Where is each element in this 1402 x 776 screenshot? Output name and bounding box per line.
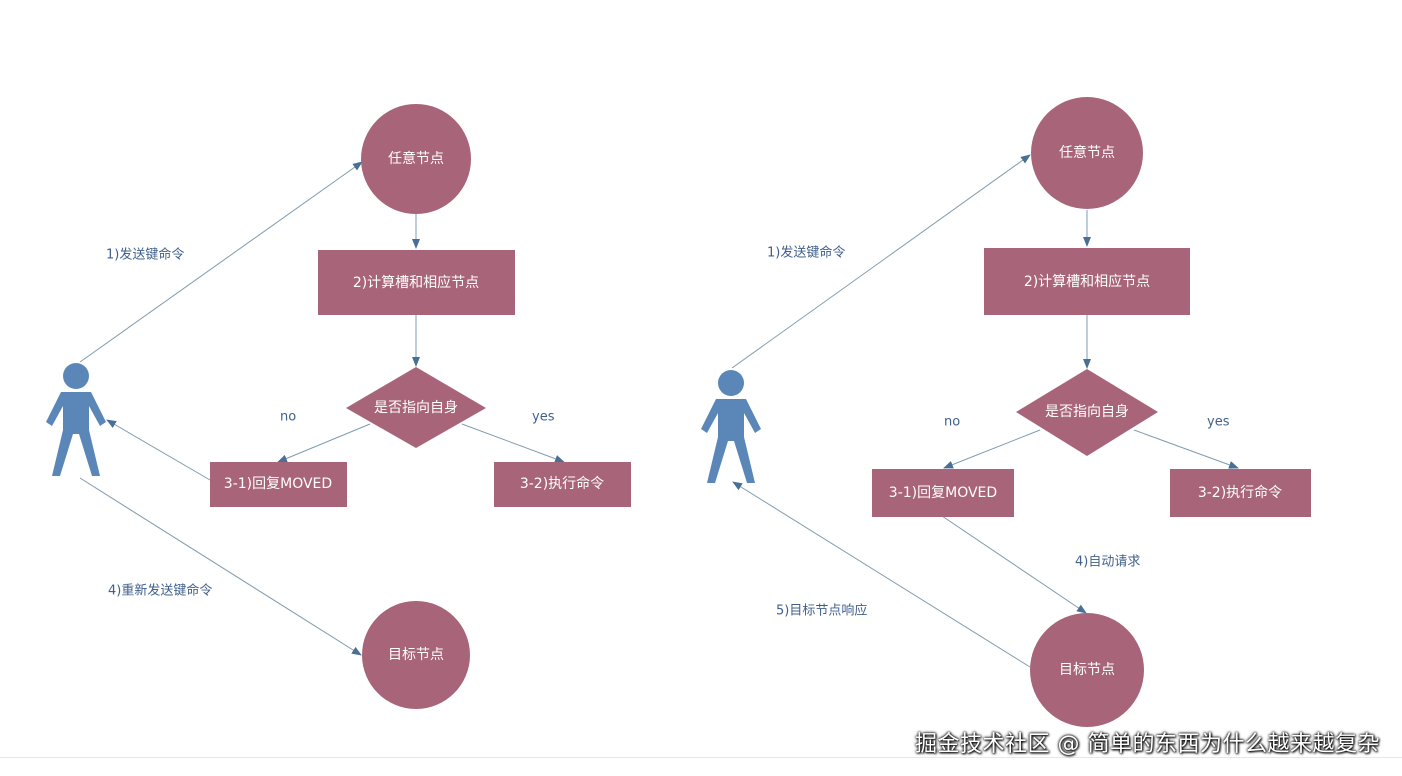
left-edge-moved-to-user — [106, 419, 211, 481]
right-node-any: 任意节点 — [1031, 97, 1143, 209]
right-node-decision-label: 是否指向自身 — [1045, 404, 1129, 420]
right-edge-auto — [941, 515, 1087, 614]
right-edge-no — [943, 429, 1041, 469]
right-edge-yes — [1133, 429, 1239, 469]
right-node-decision: 是否指向自身 — [1016, 369, 1158, 456]
right-edge-auto-label: 4)自动请求 — [1075, 555, 1140, 570]
bottom-divider — [0, 757, 1402, 758]
right-node-moved-label: 3-1)回复MOVED — [889, 484, 997, 501]
left-node-moved: 3-1)回复MOVED — [210, 462, 347, 507]
left-node-decision: 是否指向自身 — [346, 367, 486, 448]
right-node-target: 目标节点 — [1030, 613, 1144, 727]
left-edge-no-label: no — [280, 410, 296, 425]
right-node-moved: 3-1)回复MOVED — [872, 469, 1014, 517]
right-node-execute-label: 3-2)执行命令 — [1198, 484, 1282, 501]
right-edge-yes-label: yes — [1207, 415, 1230, 430]
left-edge-send — [79, 161, 363, 363]
right-edge-no-label: no — [944, 415, 960, 430]
left-edge-yes — [461, 423, 565, 463]
left-node-any-label: 任意节点 — [388, 150, 444, 167]
left-edge-send-label: 1)发送键命令 — [106, 247, 184, 263]
left-node-compute-label: 2)计算槽和相应节点 — [353, 274, 479, 291]
left-diagram: 任意节点 2)计算槽和相应节点 是否指向自身 3-1)回复MOVED 3-2)执… — [46, 104, 631, 709]
left-edge-resend-label: 4)重新发送键命令 — [108, 583, 212, 599]
right-edge-respond-label: 5)目标节点响应 — [776, 603, 867, 619]
left-node-decision-label: 是否指向自身 — [374, 400, 458, 416]
left-node-moved-label: 3-1)回复MOVED — [224, 475, 332, 492]
right-node-compute: 2)计算槽和相应节点 — [984, 248, 1190, 315]
right-edge-respond — [732, 481, 1031, 668]
right-node-compute-label: 2)计算槽和相应节点 — [1024, 273, 1150, 290]
left-edge-no — [277, 423, 371, 463]
right-edge-send — [731, 154, 1031, 369]
left-node-execute-label: 3-2)执行命令 — [520, 475, 604, 492]
left-node-target: 目标节点 — [362, 601, 470, 709]
left-edge-resend — [79, 477, 362, 656]
right-node-execute: 3-2)执行命令 — [1170, 469, 1311, 517]
right-node-any-label: 任意节点 — [1059, 144, 1115, 161]
watermark: 掘金技术社区 @ 简单的东西为什么越来越复杂 — [915, 732, 1380, 757]
left-node-target-label: 目标节点 — [388, 647, 444, 663]
left-user-icon — [46, 363, 106, 476]
left-node-execute: 3-2)执行命令 — [494, 462, 631, 507]
left-node-any: 任意节点 — [361, 104, 471, 214]
left-edge-yes-label: yes — [532, 410, 555, 425]
right-edge-send-label: 1)发送键命令 — [767, 245, 845, 261]
right-node-target-label: 目标节点 — [1059, 662, 1115, 678]
right-user-icon — [701, 370, 761, 483]
right-diagram: 任意节点 2)计算槽和相应节点 是否指向自身 3-1)回复MOVED 3-2)执… — [701, 97, 1311, 727]
left-node-compute: 2)计算槽和相应节点 — [318, 250, 515, 315]
